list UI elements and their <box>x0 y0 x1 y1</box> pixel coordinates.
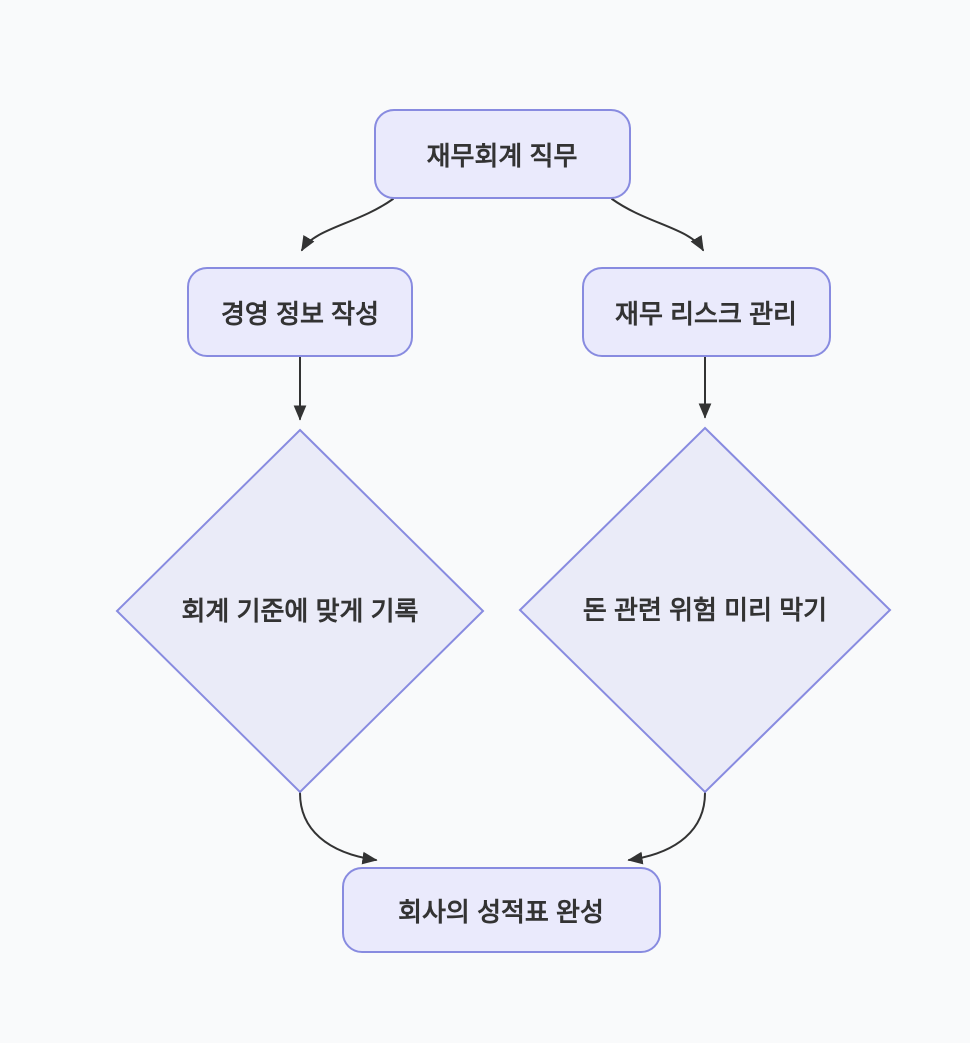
node-right-branch-shape <box>582 267 831 357</box>
node-right-decision-label: 돈 관련 위험 미리 막기 <box>583 595 827 625</box>
edge-root-to-right-branch <box>611 198 704 252</box>
edge-left-decision-to-result <box>299 792 378 865</box>
node-result-label: 회사의 성적표 완성 <box>398 897 604 927</box>
edge-root-to-left-branch <box>301 198 394 252</box>
node-left-decision-shape <box>115 428 485 794</box>
node-left-decision: 회계 기준에 맞게 기록 <box>115 428 485 794</box>
edge-layer <box>293 198 712 865</box>
node-root-label: 재무회계 직무 <box>427 141 578 171</box>
node-right-branch-label: 재무 리스크 관리 <box>615 299 797 329</box>
node-right-decision-shape <box>518 426 892 794</box>
node-left-branch: 경영 정보 작성 <box>187 267 413 357</box>
edge-right-decision-to-result <box>627 792 706 865</box>
node-root: 재무회계 직무 <box>374 109 631 199</box>
node-result-shape <box>342 867 661 953</box>
node-left-branch-shape <box>187 267 413 357</box>
node-left-decision-label: 회계 기준에 맞게 기록 <box>182 596 419 626</box>
node-right-decision: 돈 관련 위험 미리 막기 <box>518 426 892 794</box>
node-right-branch: 재무 리스크 관리 <box>582 267 831 357</box>
node-result: 회사의 성적표 완성 <box>342 867 661 953</box>
node-root-shape <box>374 109 631 199</box>
node-left-branch-label: 경영 정보 작성 <box>221 299 379 329</box>
